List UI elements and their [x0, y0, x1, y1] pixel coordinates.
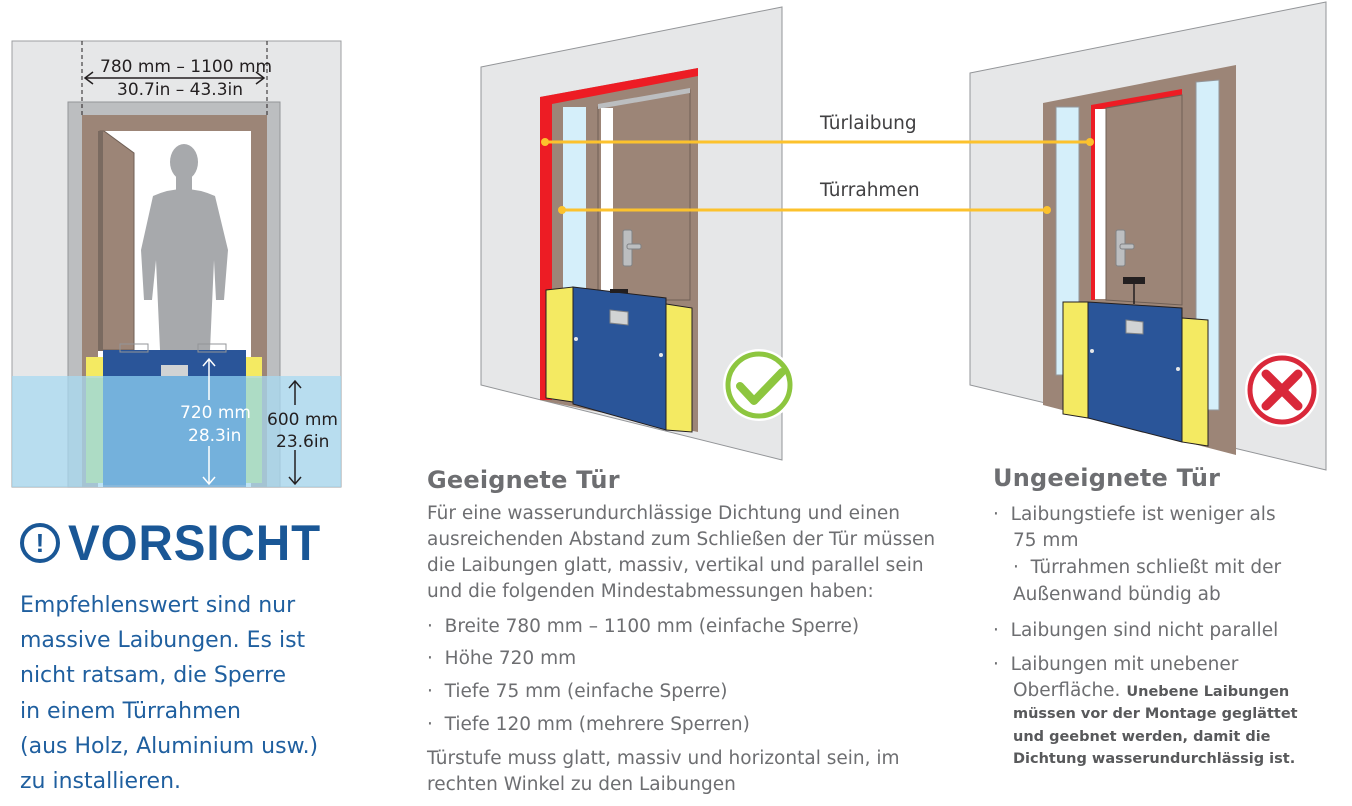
check-circle-icon [723, 349, 795, 421]
bullet-text: Höhe 720 mm [444, 648, 577, 669]
suitable-title: Geeignete Tür [427, 466, 620, 494]
unsuitable-title: Ungeeignete Tür [993, 464, 1221, 492]
unsuitable-subbullet-cont: Außenwand bündig ab [1013, 584, 1221, 605]
suitable-intro-line: die Laibungen glatt, massiv, vertikal un… [427, 555, 924, 576]
warning-bold-text: müssen vor der Montage geglättet [1013, 706, 1298, 722]
door-width-diagram [11, 40, 342, 488]
unsuitable-door-illustration [969, 1, 1327, 471]
exclamation-circle-icon: ! [20, 523, 60, 563]
suitable-door-illustration [480, 6, 783, 461]
barrier-height-mm: 720 mm [180, 403, 251, 423]
bullet-text: Breite 780 mm – 1100 mm (einfache Sperre… [444, 616, 860, 637]
suitable-bullet: · Tiefe 120 mm (mehrere Sperren) [427, 714, 750, 735]
warning-bold-text: und geebnet werden, damit die [1013, 729, 1271, 745]
warning-bold-text: Dichtung wasserundurchlässig ist. [1013, 751, 1296, 767]
caution-line: zu installieren. [20, 769, 182, 794]
width-range-in: 30.7in – 43.3in [117, 80, 244, 100]
label-frame: Türrahmen [820, 180, 920, 201]
width-range-mm: 780 mm – 1100 mm [100, 57, 273, 77]
bullet-text: Türrahmen schließt mit der [1030, 557, 1282, 578]
unsuitable-subbullet: · Türrahmen schließt mit der [1013, 557, 1282, 578]
leader-lines [541, 138, 1094, 214]
bullet-text: Tiefe 120 mm (mehrere Sperren) [444, 714, 750, 735]
bullet-text: Tiefe 75 mm (einfache Sperre) [444, 681, 728, 702]
suitable-bullet: · Höhe 720 mm [427, 648, 577, 669]
warning-bold-text: Unebene Laibungen [1126, 684, 1290, 700]
bullet-text: Laibungstiefe ist weniger als [1010, 504, 1276, 525]
unsuitable-bullet-cont: Oberfläche. Unebene Laibungen [1013, 680, 1289, 701]
unsuitable-bullet: · Laibungen sind nicht parallel [993, 620, 1279, 641]
caution-line: massive Laibungen. Es ist [20, 628, 306, 653]
caution-line: (aus Holz, Aluminium usw.) [20, 734, 319, 759]
person-silhouette [141, 144, 228, 350]
suitable-intro-line: Für eine wasserundurchlässige Dichtung u… [427, 503, 901, 524]
x-circle-icon [1245, 353, 1319, 427]
unsuitable-bullet-cont: 75 mm [1013, 530, 1079, 551]
caution-title: VORSICHT [68, 515, 322, 571]
bullet-text: Laibungen sind nicht parallel [1010, 620, 1279, 641]
water-height-in: 23.6in [276, 432, 330, 452]
bullet-text: Oberfläche. [1013, 680, 1121, 701]
suitable-intro-line: und die folgenden Mindestabmessungen hab… [427, 581, 874, 602]
caution-line: Empfehlenswert sind nur [20, 593, 296, 618]
caution-line: in einem Türrahmen [20, 699, 241, 724]
unsuitable-bullet: · Laibungen mit unebener [993, 654, 1239, 675]
caution-heading: ! VORSICHT [20, 514, 334, 572]
label-reveal: Türlaibung [820, 113, 917, 134]
caution-line: nicht ratsam, die Sperre [20, 663, 287, 688]
suitable-bullet: · Tiefe 75 mm (einfache Sperre) [427, 681, 728, 702]
suitable-bullet: · Breite 780 mm – 1100 mm (einfache Sper… [427, 616, 860, 637]
water-height-mm: 600 mm [267, 410, 338, 430]
bullet-text: Laibungen mit unebener [1010, 654, 1239, 675]
suitable-intro-line: ausreichenden Abstand zum Schließen der … [427, 529, 936, 550]
unsuitable-bullet: · Laibungstiefe ist weniger als [993, 504, 1276, 525]
suitable-outro-line: Türstufe muss glatt, massiv und horizont… [427, 748, 900, 769]
barrier-height-in: 28.3in [188, 426, 242, 446]
suitable-outro-line: rechten Winkel zu den Laibungen [427, 774, 736, 795]
